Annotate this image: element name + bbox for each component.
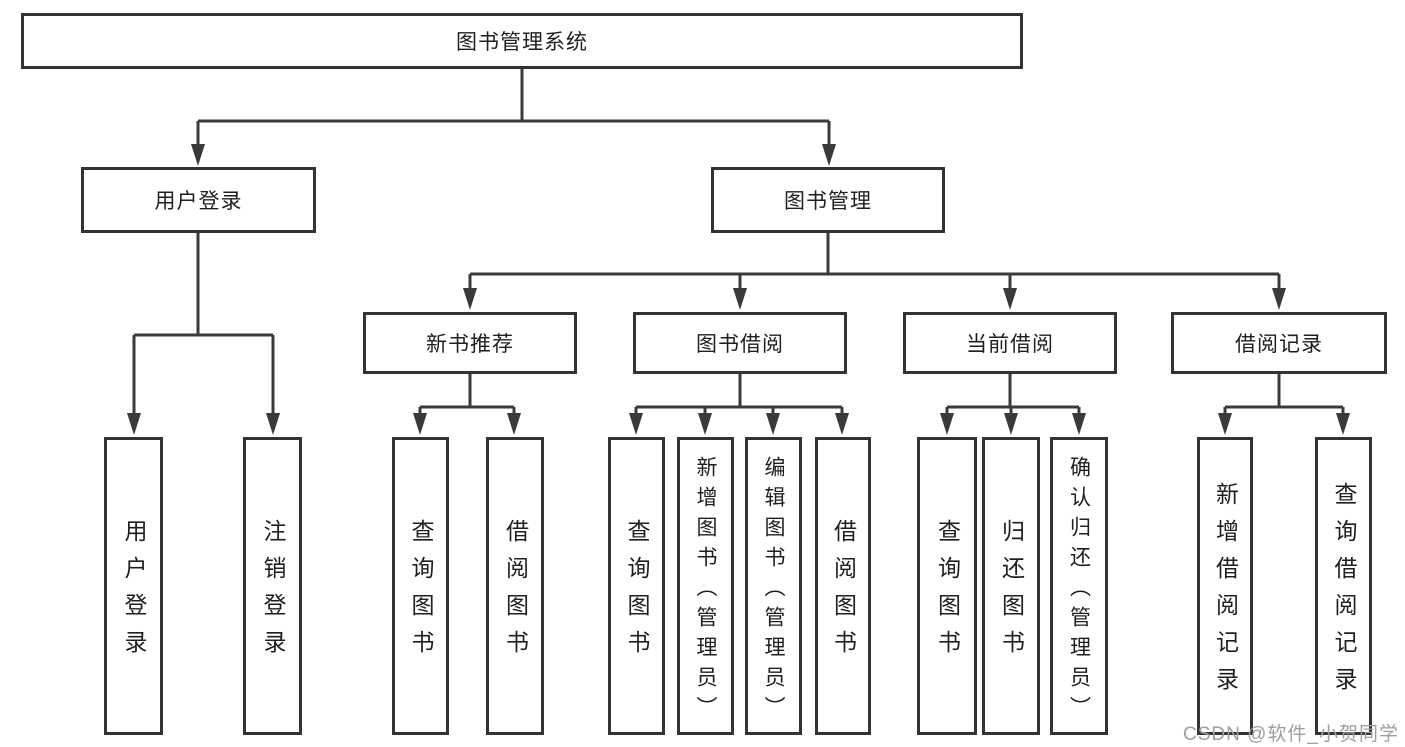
connector-borrowing-records-to-leaves bbox=[1223, 374, 1345, 414]
node-borrowing-records: 借阅记录 bbox=[1171, 312, 1387, 374]
arrowhead-icon bbox=[413, 413, 427, 435]
arrowhead-icon bbox=[1272, 288, 1286, 310]
leaf-query-borrow-record: 查询借阅记录 bbox=[1315, 437, 1372, 735]
node-book-management: 图书管理 bbox=[711, 167, 945, 233]
connector-book-borrowing-to-leaves bbox=[634, 374, 844, 414]
node-label: 查询图书 bbox=[934, 519, 961, 667]
arrowhead-icon bbox=[940, 413, 954, 435]
node-book-borrowing: 图书借阅 bbox=[633, 312, 847, 374]
arrowhead-icon bbox=[127, 413, 141, 435]
node-label: 新增借阅记录 bbox=[1212, 482, 1239, 704]
connector-new-book-to-leaves bbox=[418, 374, 516, 414]
node-label: 图书借阅 bbox=[696, 333, 784, 356]
arrowhead-icon bbox=[733, 288, 747, 310]
leaf-query-books-current: 查询图书 bbox=[917, 437, 977, 735]
node-label: 确认归还（管理员） bbox=[1067, 455, 1091, 726]
node-label: 图书管理系统 bbox=[456, 31, 588, 54]
arrowhead-icon bbox=[766, 413, 780, 435]
node-library-management-system: 图书管理系统 bbox=[21, 13, 1023, 69]
leaf-return-books: 归还图书 bbox=[982, 437, 1040, 735]
connector-user-login-to-leaves bbox=[132, 233, 275, 416]
leaf-query-books-borrowing: 查询图书 bbox=[608, 437, 665, 735]
node-label: 查询图书 bbox=[408, 519, 434, 667]
leaf-logout: 注销登录 bbox=[243, 437, 302, 735]
node-label: 借阅记录 bbox=[1235, 333, 1323, 356]
leaf-add-books-admin: 新增图书（管理员） bbox=[677, 437, 734, 735]
node-label: 编辑图书（管理员） bbox=[762, 455, 785, 726]
arrowhead-icon bbox=[463, 288, 477, 310]
node-label: 用户登录 bbox=[121, 519, 147, 667]
node-label: 查询图书 bbox=[624, 519, 650, 667]
node-current-borrowing: 当前借阅 bbox=[903, 312, 1117, 374]
connector-root-to-level2 bbox=[196, 69, 831, 147]
arrowhead-icon bbox=[1218, 413, 1232, 435]
leaf-confirm-return-admin: 确认归还（管理员） bbox=[1050, 437, 1108, 735]
node-label: 新书推荐 bbox=[426, 333, 514, 356]
connector-current-borrowing-to-leaves bbox=[945, 374, 1081, 414]
leaf-edit-books-admin: 编辑图书（管理员） bbox=[745, 437, 802, 735]
leaf-user-login: 用户登录 bbox=[104, 437, 163, 735]
leaf-borrow-books: 借阅图书 bbox=[815, 437, 871, 735]
arrowhead-icon bbox=[698, 413, 712, 435]
node-label: 用户登录 bbox=[154, 190, 243, 213]
node-label: 借阅图书 bbox=[502, 519, 529, 667]
arrowhead-icon bbox=[191, 144, 205, 166]
arrowhead-icon bbox=[1003, 288, 1017, 310]
arrowhead-icon bbox=[1004, 413, 1018, 435]
leaf-add-borrow-record: 新增借阅记录 bbox=[1197, 437, 1253, 735]
connector-book-management-to-level3 bbox=[468, 233, 1281, 290]
arrowhead-icon bbox=[1336, 413, 1350, 435]
arrowhead-icon bbox=[507, 413, 521, 435]
node-label: 新增图书（管理员） bbox=[694, 455, 717, 726]
node-label: 图书管理 bbox=[784, 190, 872, 213]
node-new-book-recommend: 新书推荐 bbox=[363, 312, 577, 374]
node-label: 查询借阅记录 bbox=[1331, 482, 1357, 704]
node-label: 注销登录 bbox=[260, 519, 286, 667]
arrowhead-icon bbox=[266, 413, 280, 435]
arrowhead-icon bbox=[629, 413, 643, 435]
node-label: 借阅图书 bbox=[830, 519, 857, 667]
node-label: 归还图书 bbox=[998, 519, 1025, 667]
arrowhead-icon bbox=[1072, 413, 1086, 435]
watermark: CSDN @软件_小贺同学 bbox=[1183, 724, 1399, 745]
leaf-borrow-books-recommend: 借阅图书 bbox=[486, 437, 544, 735]
node-label: 当前借阅 bbox=[966, 333, 1054, 356]
arrowhead-icon bbox=[822, 144, 836, 166]
leaf-query-books-recommend: 查询图书 bbox=[392, 437, 449, 735]
node-user-login: 用户登录 bbox=[81, 167, 316, 233]
arrowhead-icon bbox=[835, 413, 849, 435]
